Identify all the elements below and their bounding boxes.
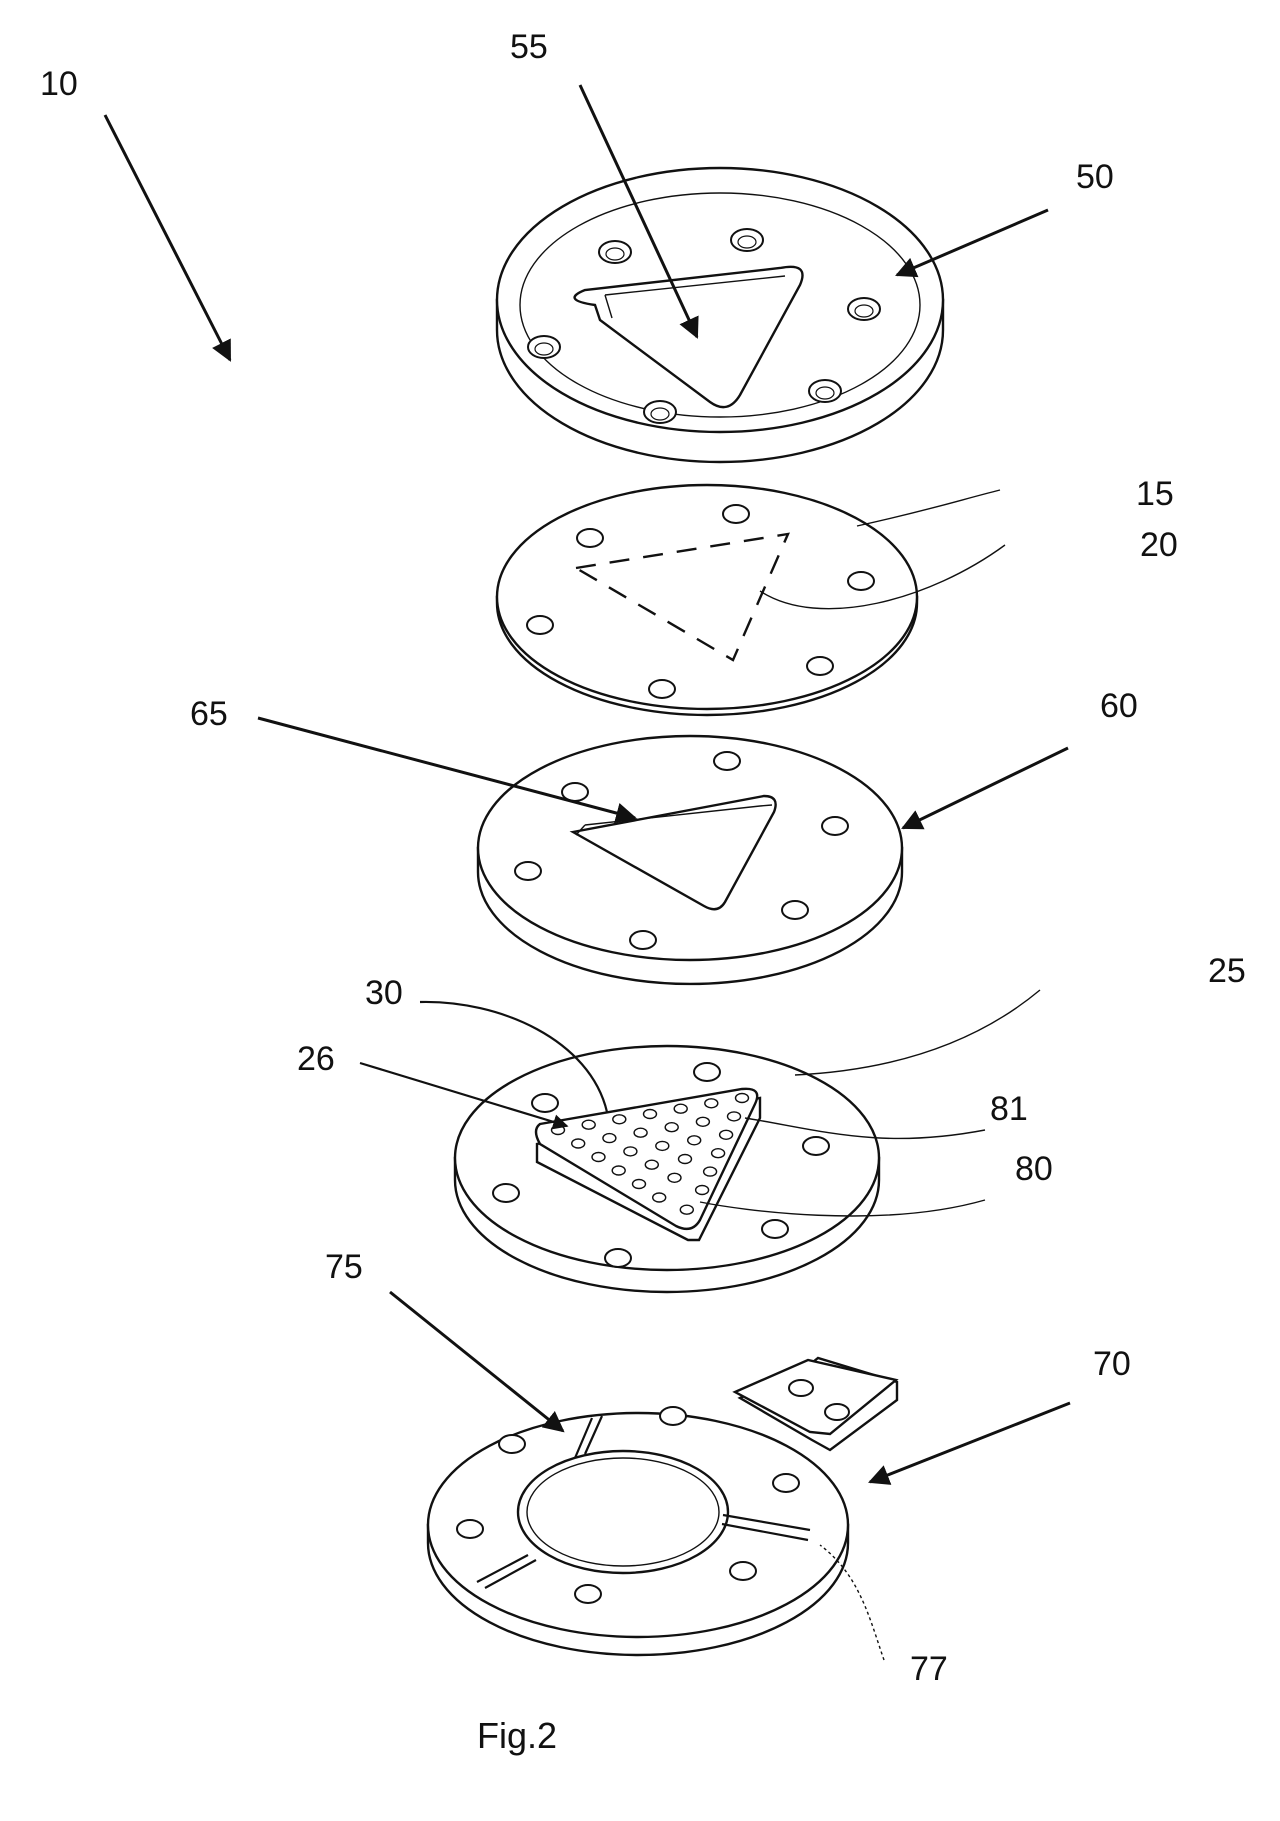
sample-well	[611, 1165, 626, 1176]
sample-well	[550, 1124, 566, 1136]
label-81: 81	[990, 1090, 1028, 1128]
sample-well	[644, 1159, 659, 1170]
label-60: 60	[1100, 687, 1138, 725]
sample-well	[581, 1119, 596, 1130]
sample-well	[679, 1204, 694, 1215]
sample-well	[591, 1151, 606, 1163]
top-clamp-plate	[495, 166, 945, 464]
sample-well	[642, 1108, 658, 1120]
sample-well	[677, 1153, 693, 1165]
membrane-holes	[526, 504, 875, 699]
label-55: 55	[510, 28, 548, 66]
sample-well	[664, 1121, 679, 1133]
leader-lines	[103, 84, 1071, 1661]
label-75: 75	[325, 1248, 363, 1286]
sample-well	[571, 1138, 586, 1149]
sample-well	[623, 1146, 638, 1157]
spacer-plate	[476, 734, 904, 986]
label-30: 30	[365, 974, 403, 1012]
label-26: 26	[297, 1040, 335, 1078]
sample-well-array	[550, 1092, 750, 1215]
sample-well	[702, 1166, 718, 1177]
sample-well	[687, 1135, 702, 1146]
label-77: 77	[910, 1650, 948, 1688]
label-20: 20	[1140, 526, 1178, 564]
membrane-active-area	[572, 532, 790, 662]
label-50: 50	[1076, 158, 1114, 196]
membrane-disc	[495, 483, 919, 717]
sample-well	[667, 1172, 682, 1184]
substrate-holes	[492, 1062, 830, 1268]
bottom-support-ring	[426, 1356, 899, 1657]
reference-labels: 10 55 50 15 20 65 60 30 25 26 81 80 75 7…	[40, 28, 1246, 1756]
sample-well	[631, 1178, 647, 1190]
top-plate-holes	[527, 228, 881, 424]
label-10: 10	[40, 65, 78, 103]
figure-caption: Fig.2	[477, 1715, 557, 1756]
sample-well	[602, 1132, 617, 1144]
sample-well	[710, 1147, 726, 1159]
sample-well	[718, 1129, 734, 1141]
label-65: 65	[190, 695, 228, 733]
sample-well	[652, 1192, 667, 1203]
label-80: 80	[1015, 1150, 1053, 1188]
sample-well	[734, 1092, 750, 1104]
sample-well	[612, 1114, 627, 1125]
label-15: 15	[1136, 475, 1174, 513]
sample-well	[695, 1116, 711, 1128]
sample-well	[694, 1184, 710, 1196]
label-25: 25	[1208, 952, 1246, 990]
sample-well	[633, 1127, 648, 1138]
sample-well	[673, 1103, 688, 1114]
label-70: 70	[1093, 1345, 1131, 1383]
sample-well	[704, 1098, 719, 1109]
spacer-holes	[514, 751, 849, 950]
sample-well	[655, 1140, 670, 1152]
substrate-disc	[453, 1044, 881, 1294]
ring-holes	[456, 1379, 850, 1604]
sample-well	[726, 1111, 742, 1122]
